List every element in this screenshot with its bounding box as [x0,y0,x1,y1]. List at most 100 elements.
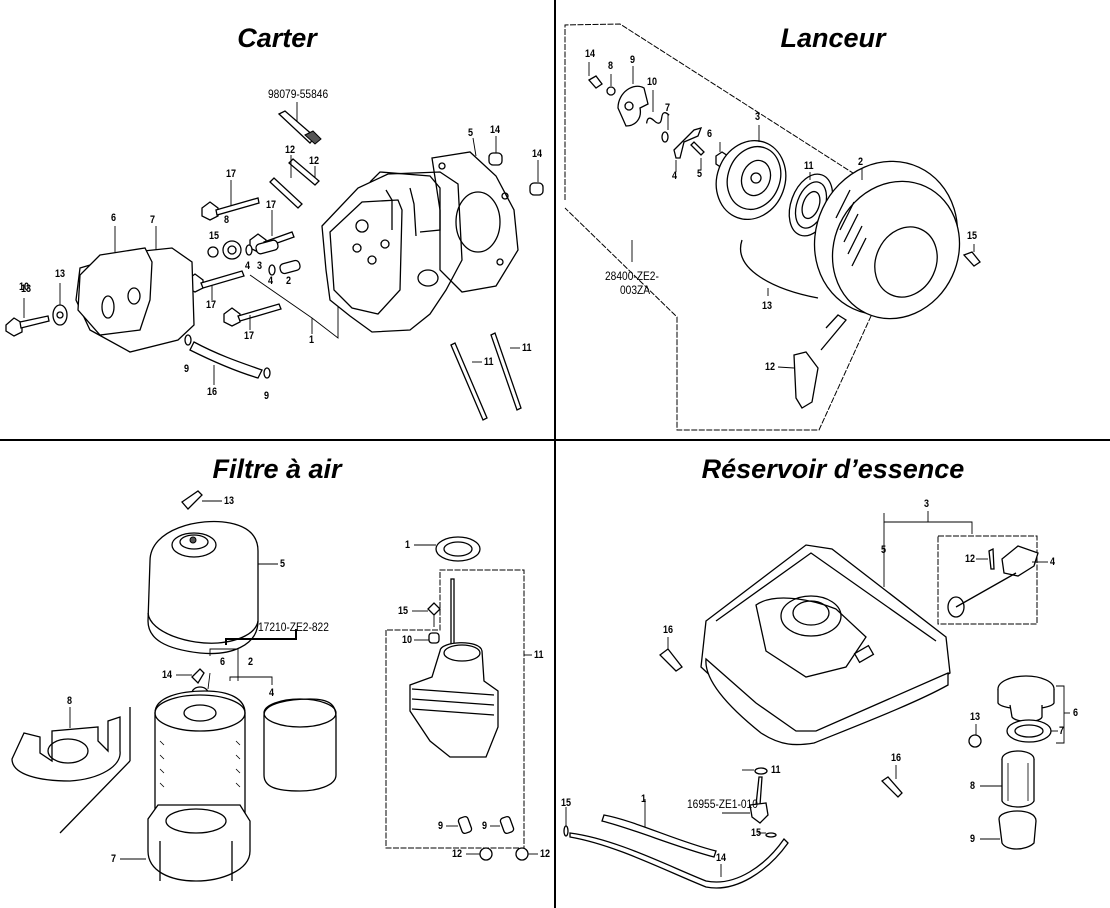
cap-gasket-drawing [1006,719,1052,743]
wing-nut-drawing [191,668,205,685]
callout-label: 4 [268,275,274,287]
callout-label: 13 [970,711,981,723]
air-filter-exploded-diagram [11,490,538,882]
vertical-divider [554,0,556,908]
callout-label: 4 [245,260,251,272]
bolt-drawing [587,75,603,89]
head-gasket-drawing [431,137,519,293]
callout-label: 8 [608,60,614,72]
callout-label: 12 [540,848,551,860]
bolt-drawing [427,602,441,616]
callout-label: 6 [220,656,226,668]
callout-label: 15 [751,827,762,839]
part-number-starter-assembly-line2: 003ZA [620,283,651,297]
fuel-tank-exploded-diagram [563,511,1070,889]
callout-label: 9 [184,363,190,375]
callout-label: 5 [468,127,474,139]
panel-title-reservoir-essence: Réservoir d’essence [701,454,965,484]
callout-label: 4 [1050,556,1056,568]
callout-label: 13 [762,300,773,312]
air-cleaner-case-drawing [120,804,251,882]
bolt-drawing [880,776,903,798]
fuel-hose-drawing [601,814,717,858]
callout-label: 12 [309,155,320,167]
callout-label: 17 [226,168,237,180]
callout-label: 6 [707,128,713,140]
callout-label: 1 [309,334,315,346]
spring-drawing [645,112,670,124]
callout-label: 1 [405,539,411,551]
part-number-spark-plug: 98079-55846 [268,87,329,101]
panel-filtre-a-air: Filtre à air [0,441,554,908]
stud-drawing [490,332,522,411]
starter-housing-drawing [813,160,961,320]
callout-label: 8 [970,780,976,792]
reel-pulley-drawing [715,125,787,220]
carburetor-body-drawing [409,578,499,758]
stud-drawing [269,177,303,209]
callout-label: 3 [924,498,930,510]
callout-label: 2 [286,275,292,287]
bolt-drawing [223,303,282,330]
callout-label: 8 [224,214,230,226]
callout-label: 10 [19,281,30,293]
callout-label: 5 [280,558,286,570]
panel-reservoir-essence: Réservoir d’essence [556,441,1110,908]
part-number-air-filter: 17210-ZE2-822 [258,620,329,634]
recoil-starter-exploded-diagram [564,23,981,431]
callout-label: 14 [716,852,727,864]
callout-label: 14 [162,669,173,681]
callout-label: 6 [1073,707,1079,719]
valve-cover-drawing [75,226,195,353]
bolt-drawing [962,251,981,267]
callout-label: 1 [641,793,647,805]
callout-label: 14 [585,48,596,60]
fuel-gauge-frame [937,535,1038,625]
callout-label: 11 [771,764,781,776]
callout-label: 17 [206,299,217,311]
callout-label: 7 [1059,725,1065,737]
callout-label: 10 [647,76,658,88]
panel-title-carter: Carter [237,23,317,53]
callout-label: 16 [891,752,902,764]
callout-label: 13 [224,495,235,507]
clip-drawing [181,490,203,510]
callout-label: 11 [522,342,532,354]
callout-label: 8 [67,695,73,707]
callout-label: 17 [244,330,255,342]
callout-label: 12 [765,361,776,373]
callout-label: 11 [484,356,494,368]
part-number-starter-assembly: 28400-ZE2- [605,269,659,283]
callout-label: 14 [490,124,501,136]
stud-drawing [288,158,320,186]
panel-title-lanceur: Lanceur [780,23,886,53]
callout-label: 7 [111,853,117,865]
callout-label: 16 [207,386,218,398]
callout-label: 5 [881,544,887,556]
bolt-drawing [5,317,23,337]
callout-label: 7 [150,214,156,226]
air-filter-cover-drawing [147,520,278,655]
callout-label: 14 [532,148,543,160]
callout-label: 12 [285,144,296,156]
air-filter-base-drawing [11,707,121,782]
callout-label: 7 [665,102,671,114]
gasket-drawing [435,536,481,562]
callout-label: 12 [965,553,976,565]
dowel-drawing [488,152,503,166]
callout-label: 9 [438,820,444,832]
callout-label: 17 [266,199,277,211]
ratchet-drawing [673,127,703,159]
fuel-line-drawing [569,832,789,889]
foam-filter-drawing [263,698,337,792]
callout-label: 15 [561,797,572,809]
callout-label: 3 [257,260,263,272]
starter-rope-drawing [739,239,819,299]
callout-label: 15 [398,605,409,617]
washer-drawing [207,246,219,258]
callout-label: 15 [209,230,220,242]
callout-label: 11 [534,649,544,661]
fuel-tank-drawing [700,544,951,746]
callout-label: 4 [269,687,275,699]
carburetor-assembly-frame [385,569,525,849]
